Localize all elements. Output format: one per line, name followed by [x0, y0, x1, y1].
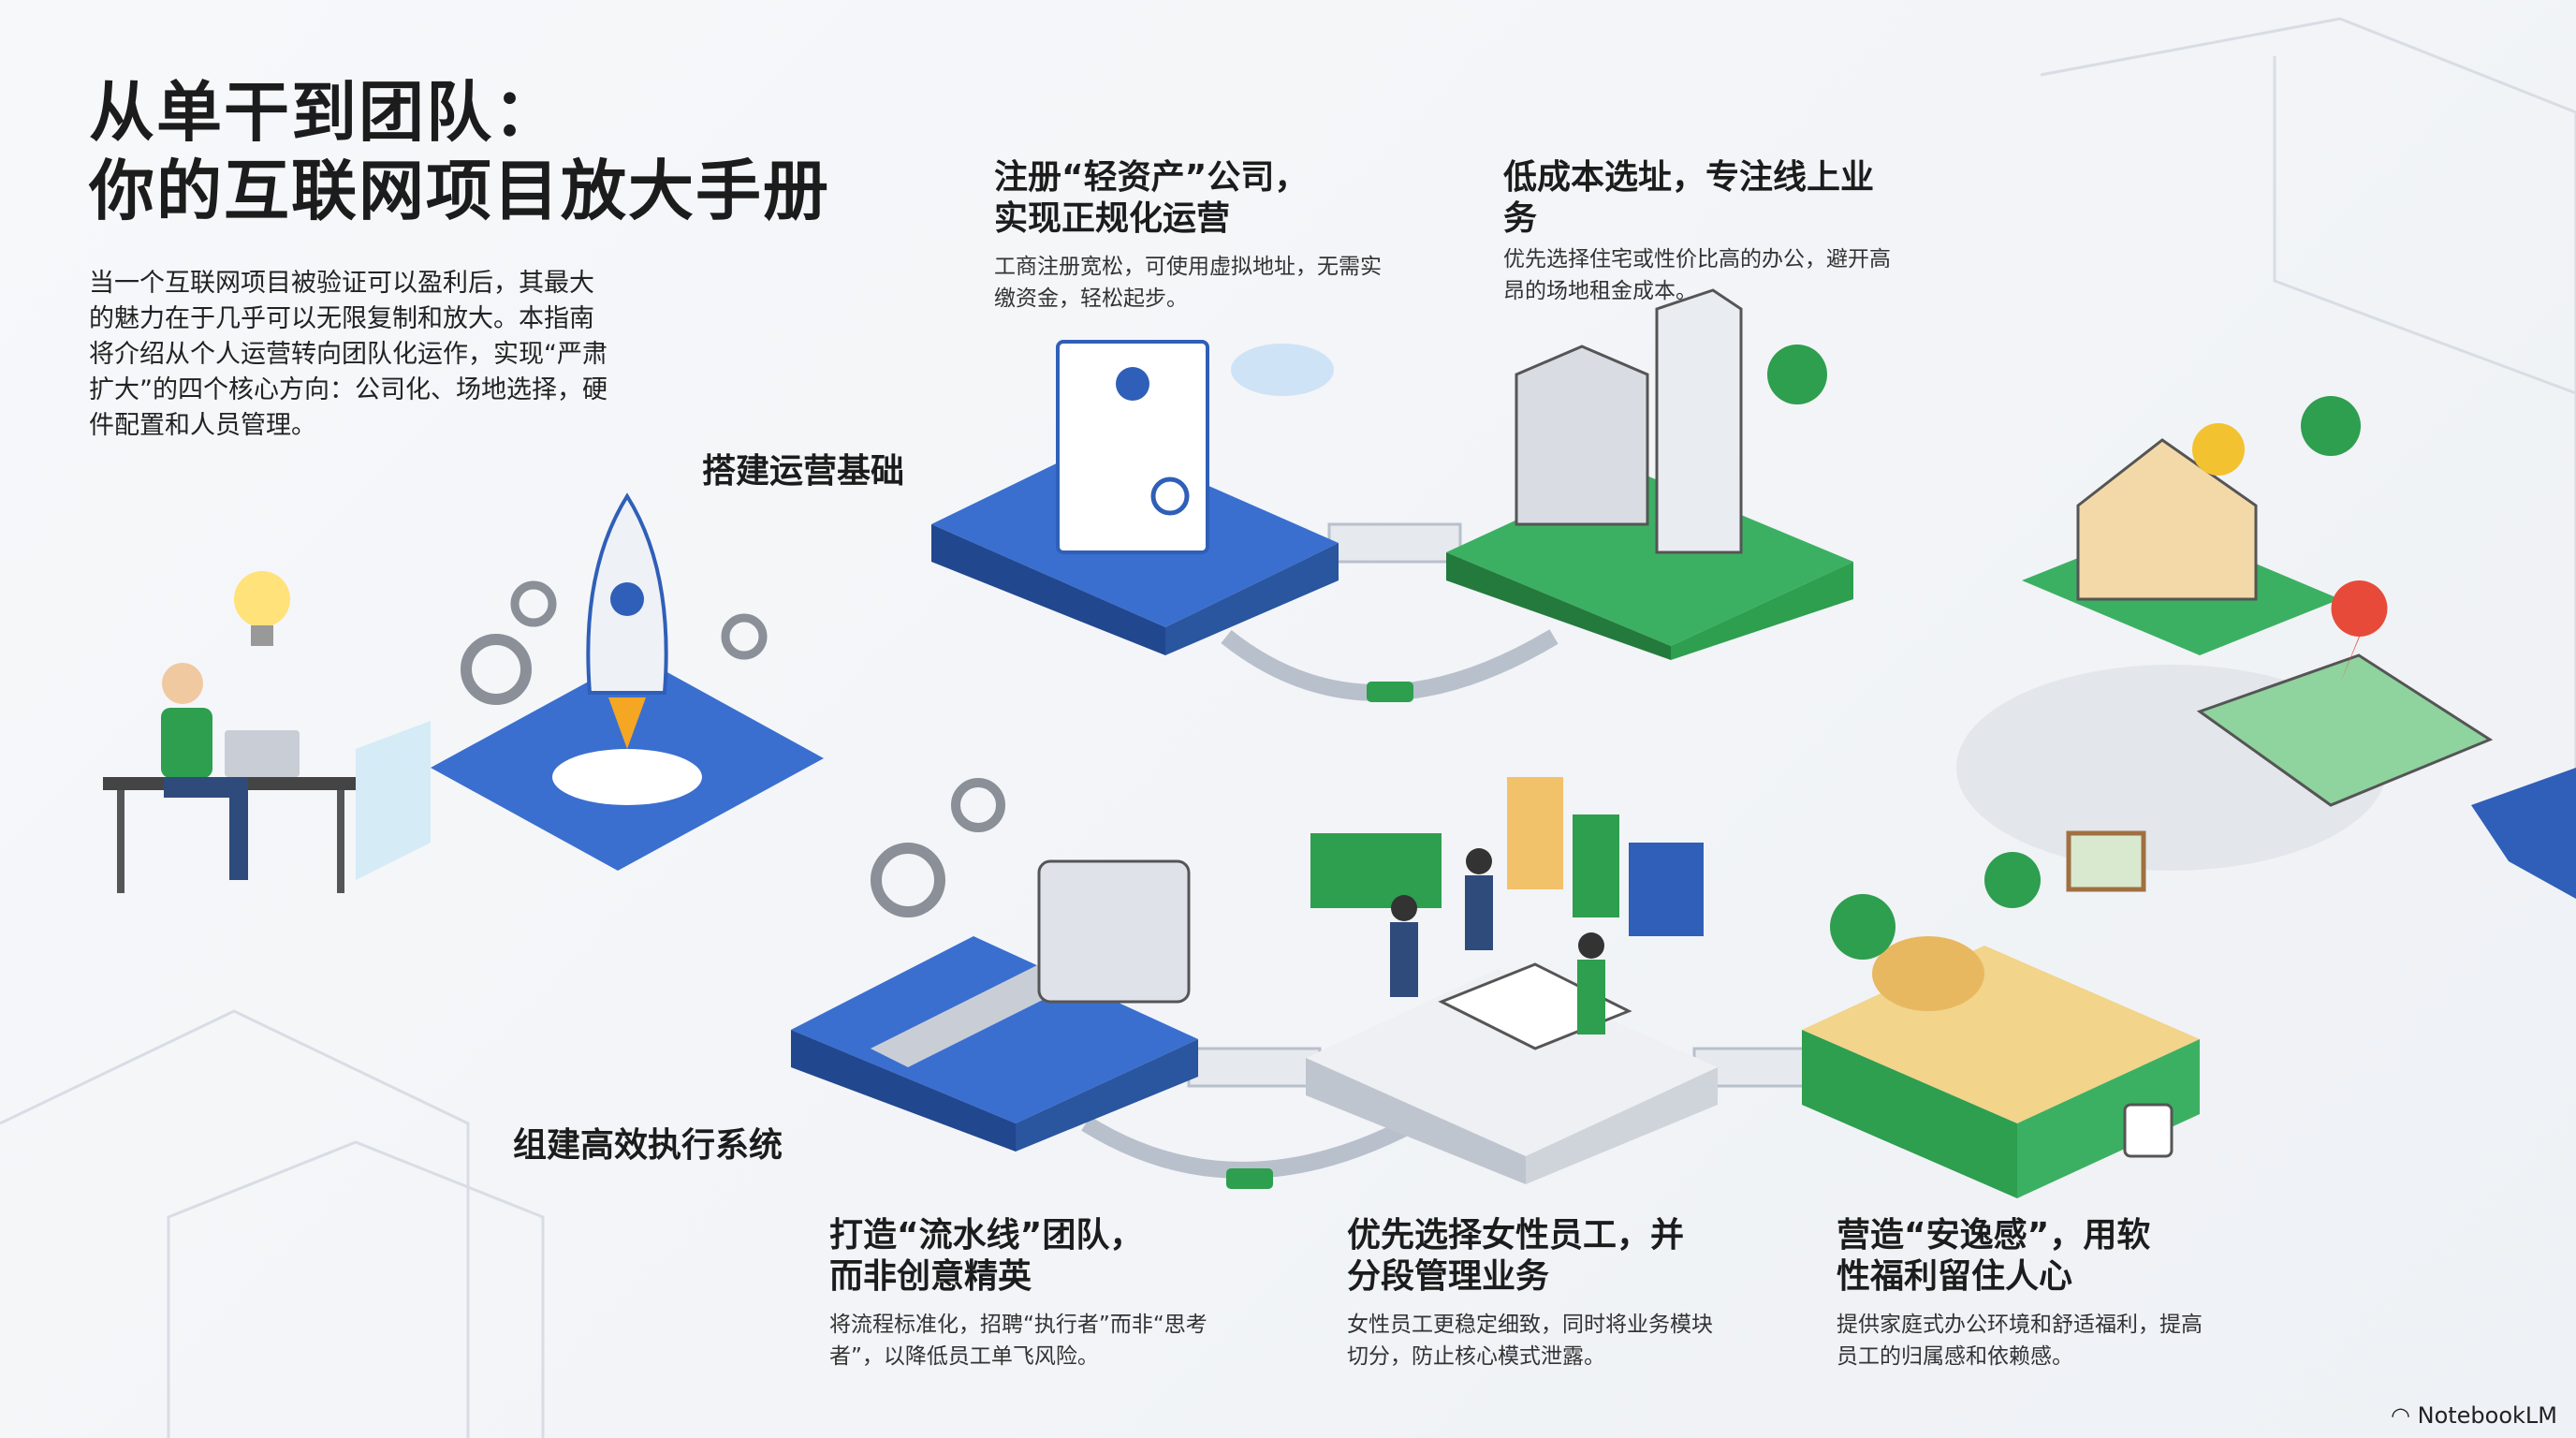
card-title: 打造“流水线”团队，	[829, 1216, 1144, 1255]
card-title: 性福利留住人心	[1837, 1257, 2073, 1296]
card-title: 注册“轻资产”公司，	[994, 158, 1309, 197]
notebooklm-logo-icon: ◠	[2391, 1402, 2418, 1429]
section-execution-label: 组建高效执行系统	[513, 1126, 783, 1165]
page-title: 从单干到团队： 你的互联网项目放大手册	[89, 73, 830, 230]
pipe-connector	[1367, 682, 1413, 702]
person-at-laptop	[103, 571, 431, 893]
card-title: 而非创意精英	[829, 1257, 1032, 1296]
card-assembly-line-team: 打造“流水线”团队， 而非创意精英 将流程标准化，招聘“执行者”而非“思考者”，…	[829, 1215, 1222, 1372]
intro-paragraph: 当一个互联网项目被验证可以盈利后，其最大的魅力在于几乎可以无限复制和放大。本指南…	[89, 269, 607, 440]
card-description: 提供家庭式办公环境和舒适福利，提高员工的归属感和依赖感。	[1837, 1313, 2203, 1369]
card-description: 女性员工更稳定细致，同时将业务模块切分，防止核心模式泄露。	[1347, 1313, 1713, 1369]
card-comfort-benefits: 营造“安逸感”，用软 性福利留住人心 提供家庭式办公环境和舒适福利，提高员工的归…	[1837, 1215, 2211, 1372]
card-company-registration: 注册“轻资产”公司， 实现正规化运营 工商注册宽松，可使用虚拟地址，无需实缴资金…	[994, 157, 1387, 315]
card-description: 工商注册宽松，可使用虚拟地址，无需实缴资金，轻松起步。	[994, 255, 1382, 311]
rocket-blueprint	[431, 492, 824, 871]
card-description: 优先选择住宅或性价比高的办公，避开高昂的场地租金成本。	[1503, 247, 1891, 303]
section-foundation-label: 搭建运营基础	[702, 452, 905, 491]
pipe-connector	[1226, 1168, 1273, 1189]
card-title: 低成本选址，专注线上业务	[1503, 158, 1875, 238]
company-registration-platform	[931, 340, 1339, 655]
card-title: 分段管理业务	[1347, 1257, 1550, 1296]
card-title: 实现正规化运营	[994, 199, 1231, 238]
assembly-line-platform	[791, 778, 1198, 1152]
card-office-location: 低成本选址，专注线上业务 优先选择住宅或性价比高的办公，避开高昂的场地租金成本。	[1503, 157, 1896, 307]
brand-label: NotebookLM	[2417, 1402, 2557, 1429]
card-title: 优先选择女性员工，并	[1347, 1216, 1685, 1255]
title-line-2: 你的互联网项目放大手册	[89, 153, 830, 229]
office-location-platform	[1446, 288, 1853, 660]
background-buildings	[0, 17, 2576, 1438]
comfort-office-platform	[1802, 830, 2200, 1198]
card-title: 营造“安逸感”，用软	[1837, 1216, 2151, 1255]
notebooklm-brand: ◠ NotebookLM	[2391, 1402, 2557, 1429]
card-description: 将流程标准化，招聘“执行者”而非“思考者”，以降低员工单飞风险。	[829, 1313, 1208, 1369]
home-office-platform	[1956, 396, 2576, 899]
card-staff-management: 优先选择女性员工，并 分段管理业务 女性员工更稳定细致，同时将业务模块切分，防止…	[1347, 1215, 1731, 1372]
team-management-platform	[1306, 777, 1718, 1184]
title-line-1: 从单干到团队：	[89, 74, 561, 151]
